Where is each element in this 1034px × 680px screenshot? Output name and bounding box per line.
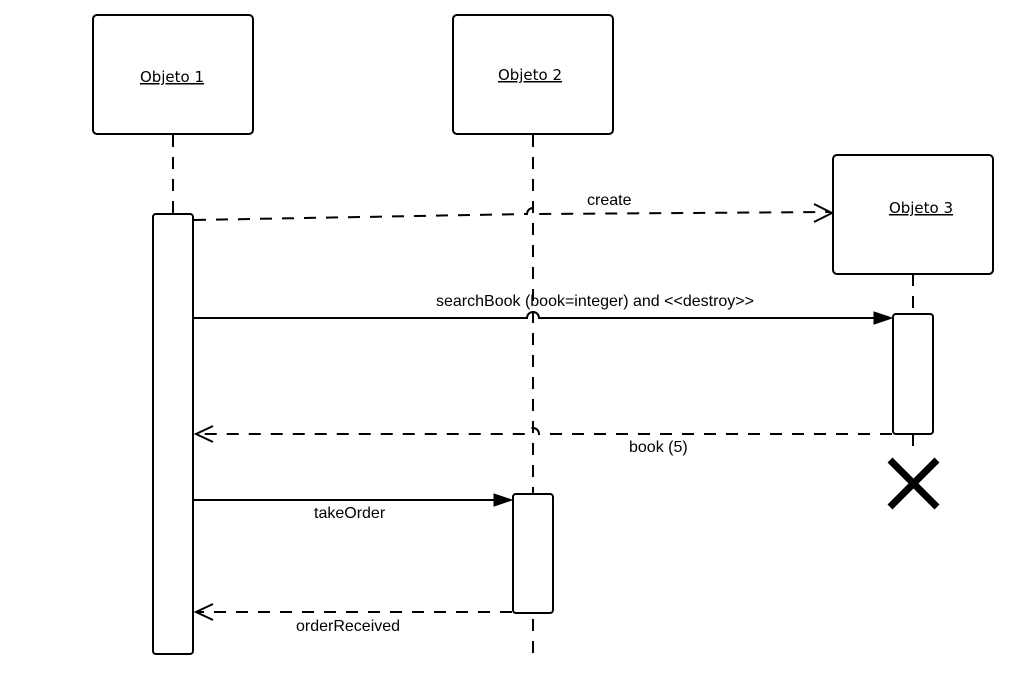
object-label-3: Objeto 3 [889,199,953,217]
object-objeto-3[interactable]: Objeto 3 [832,154,994,275]
message-book-return[interactable]: book (5) [193,425,892,456]
message-create[interactable]: create [193,192,835,223]
object-box [92,14,254,135]
message-label-create: create [587,192,632,209]
message-label-takeorder: takeOrder [314,505,386,522]
open-arrowhead-icon [193,603,214,621]
destroy-x-icon [887,457,940,510]
message-label-orderreceived: orderReceived [296,618,400,635]
message-searchbook[interactable]: searchBook (book=integer) and <<destroy>… [194,293,894,325]
object-objeto-1[interactable]: Objeto 1 [92,14,254,135]
open-arrowhead-icon [813,203,835,223]
message-line [196,427,892,435]
filled-arrowhead-icon [493,493,514,507]
object-box [832,154,994,275]
message-line [194,311,878,319]
message-label-book: book (5) [629,439,688,456]
activation-bar-objeto-3 [892,313,934,435]
filled-arrowhead-icon [873,311,894,325]
object-box [452,14,614,135]
object-label-1: Objeto 1 [140,68,204,86]
activation-bar-objeto-2 [512,493,554,614]
message-orderreceived[interactable]: orderReceived [193,603,512,635]
message-label-searchbook: searchBook (book=integer) and <<destroy>… [436,293,754,310]
message-line [193,207,831,221]
open-arrowhead-icon [193,425,214,443]
message-takeorder[interactable]: takeOrder [194,493,514,522]
object-objeto-2[interactable]: Objeto 2 [452,14,614,135]
activation-bar-objeto-1 [152,213,194,655]
object-label-2: Objeto 2 [498,66,562,84]
